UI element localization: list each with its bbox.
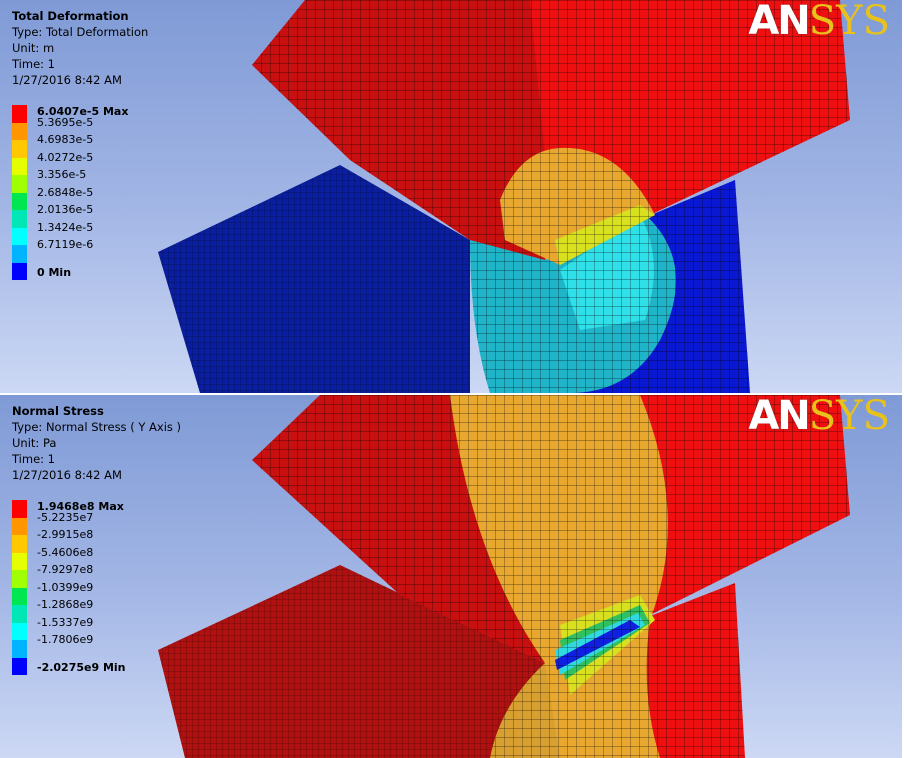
viewport-divider bbox=[0, 393, 904, 395]
legend-swatch bbox=[12, 587, 27, 605]
legend-label[interactable]: -5.4606e8 bbox=[37, 545, 94, 559]
lower-block-left-face-grid bbox=[158, 165, 470, 393]
legend-label[interactable]: -1.7806e9 bbox=[37, 633, 94, 646]
legend-label[interactable]: 6.0407e-5 Max bbox=[37, 105, 129, 118]
result-unit: Unit: m bbox=[12, 41, 55, 55]
result-unit: Unit: Pa bbox=[12, 436, 57, 450]
result-title: Total Deformation bbox=[12, 9, 129, 23]
legend-swatch bbox=[12, 500, 27, 518]
legend-label[interactable]: 0 Min bbox=[37, 266, 72, 279]
legend-label[interactable]: -2.9915e8 bbox=[37, 528, 94, 541]
result-time: Time: 1 bbox=[12, 57, 55, 71]
normal-stress-viewport[interactable]: Normal Stress Type: Normal Stress ( Y Ax… bbox=[0, 395, 902, 758]
legend-swatch bbox=[12, 640, 27, 658]
legend-swatch bbox=[12, 552, 27, 570]
deformation-model-view[interactable] bbox=[0, 0, 902, 393]
result-info: Normal Stress Type: Normal Stress ( Y Ax… bbox=[12, 403, 181, 483]
result-title: Normal Stress bbox=[12, 404, 104, 418]
result-date: 1/27/2016 8:42 AM bbox=[12, 73, 122, 87]
stress-model-view[interactable] bbox=[0, 395, 902, 758]
legend-swatch bbox=[12, 535, 27, 553]
legend-label[interactable]: 5.3695e-5 bbox=[37, 115, 94, 129]
legend-label[interactable]: 1.3424e-5 bbox=[37, 220, 94, 234]
legend-swatch bbox=[12, 657, 27, 675]
legend-swatch bbox=[12, 122, 27, 140]
lower-block-left-face-grid bbox=[158, 565, 545, 758]
legend-label[interactable]: 2.0136e-5 bbox=[37, 203, 94, 216]
legend-label[interactable]: 4.0272e-5 bbox=[37, 150, 94, 164]
ansys-logo: ANSYS bbox=[748, 0, 890, 44]
legend-swatch bbox=[12, 570, 27, 588]
deformation-gradient-grid bbox=[500, 147, 655, 265]
legend-swatch bbox=[12, 262, 27, 280]
legend-label[interactable]: 3.356e-5 bbox=[37, 168, 87, 181]
result-date: 1/27/2016 8:42 AM bbox=[12, 468, 122, 482]
legend-label[interactable]: -7.9297e8 bbox=[37, 563, 94, 576]
legend-swatch bbox=[12, 227, 27, 245]
result-time: Time: 1 bbox=[12, 452, 55, 466]
legend-label[interactable]: 6.7119e-6 bbox=[37, 238, 94, 251]
legend-swatch bbox=[12, 140, 27, 158]
legend-label[interactable]: -1.0399e9 bbox=[37, 580, 94, 594]
upper-block-left-face-grid bbox=[252, 0, 545, 260]
legend-label[interactable]: -5.2235e7 bbox=[37, 510, 94, 524]
legend-swatch bbox=[12, 105, 27, 123]
lower-block-right-face-grid bbox=[640, 583, 745, 758]
legend-swatch bbox=[12, 605, 27, 623]
legend-swatch bbox=[12, 192, 27, 210]
contact-zone-grid bbox=[470, 210, 676, 393]
legend-label[interactable]: 4.6983e-5 bbox=[37, 133, 94, 146]
result-type: Type: Normal Stress ( Y Axis ) bbox=[12, 420, 182, 434]
legend-label[interactable]: -1.5337e9 bbox=[37, 615, 94, 629]
legend-swatch bbox=[12, 157, 27, 175]
legend-swatch bbox=[12, 210, 27, 228]
legend-label[interactable]: -2.0275e9 Min bbox=[37, 661, 126, 674]
ansys-logo: ANSYS bbox=[748, 395, 890, 439]
legend-label[interactable]: 2.6848e-5 bbox=[37, 185, 94, 199]
legend-swatch bbox=[12, 245, 27, 263]
color-legend[interactable]: 1.9468e8 Max-5.2235e7 -2.9915e8 -5.4606e8 -… bbox=[12, 500, 152, 675]
legend-swatch bbox=[12, 175, 27, 193]
result-type: Type: Total Deformation bbox=[12, 25, 149, 39]
stress-gradient-grid bbox=[450, 395, 668, 758]
result-info: Total Deformation Type: Total Deformatio… bbox=[12, 8, 148, 88]
legend-swatch bbox=[12, 622, 27, 640]
total-deformation-viewport[interactable]: Total Deformation Type: Total Deformatio… bbox=[0, 0, 902, 393]
legend-label[interactable]: -1.2868e9 bbox=[37, 598, 94, 611]
legend-label[interactable]: 1.9468e8 Max bbox=[37, 500, 124, 513]
legend-swatch bbox=[12, 517, 27, 535]
